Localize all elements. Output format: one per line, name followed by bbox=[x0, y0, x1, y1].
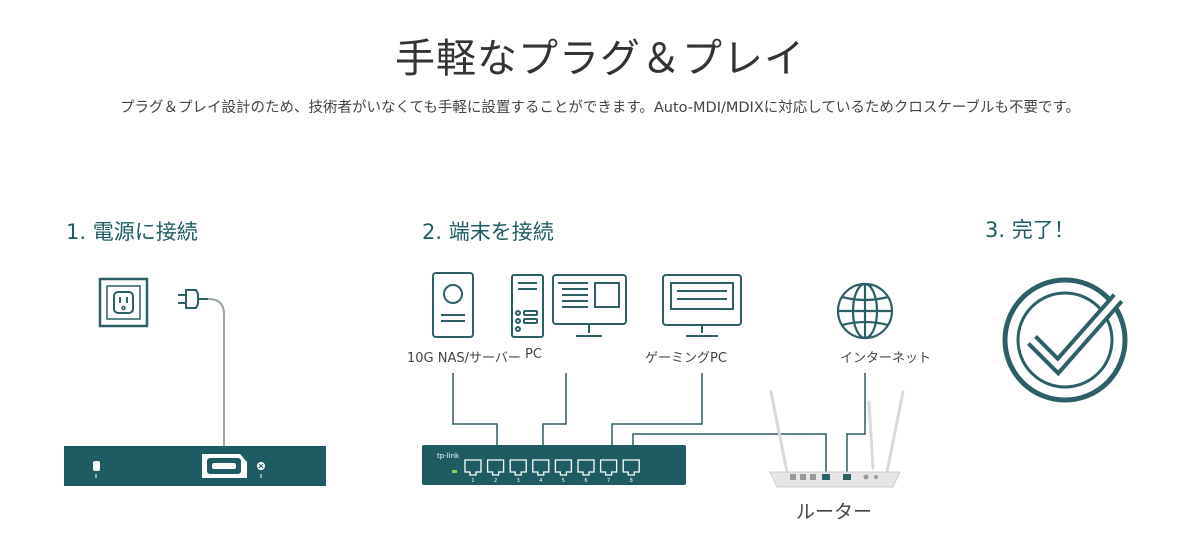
router-caption: ルーター bbox=[796, 501, 873, 523]
network-cables bbox=[452, 373, 866, 474]
switch-ports: 1 2 3 4 5 6 7 8 bbox=[464, 459, 640, 484]
port-number: 4 bbox=[539, 478, 542, 484]
power-plug-icon bbox=[178, 289, 208, 309]
power-cable bbox=[207, 298, 225, 452]
port-number: 6 bbox=[584, 478, 587, 484]
port-number: 2 bbox=[494, 478, 497, 484]
pc-caption: PC bbox=[525, 347, 542, 362]
switch-rear-panel bbox=[64, 446, 326, 486]
page-title: 手軽なプラグ＆プレイ bbox=[395, 36, 805, 82]
nas-server-icon bbox=[432, 272, 474, 338]
gaming-pc-monitor-icon bbox=[662, 274, 742, 337]
ethernet-port bbox=[577, 459, 595, 476]
switch-front-panel: tp-link bbox=[422, 445, 686, 485]
nas-server-caption: 10G NAS/サーバー bbox=[407, 351, 521, 366]
pc-tower-icon bbox=[511, 274, 544, 338]
page-description: プラグ＆プレイ設計のため、技術者がいなくても手軽に設置することができます。Aut… bbox=[119, 100, 1081, 116]
check-mark-icon bbox=[1002, 277, 1128, 403]
globe-icon bbox=[836, 282, 894, 340]
port-number: 8 bbox=[630, 478, 633, 484]
ethernet-port bbox=[599, 459, 618, 476]
ethernet-port bbox=[464, 459, 482, 476]
switch-brand: tp-link bbox=[437, 452, 460, 460]
port-number: 7 bbox=[607, 478, 610, 484]
ethernet-port bbox=[509, 459, 527, 476]
step-2-label: 2. 端末を接続 bbox=[422, 220, 554, 244]
ethernet-port bbox=[622, 459, 640, 476]
router-icon bbox=[769, 390, 905, 488]
ethernet-port bbox=[554, 459, 573, 476]
port-number: 3 bbox=[517, 478, 520, 484]
ethernet-port bbox=[532, 459, 550, 476]
ethernet-port bbox=[486, 459, 505, 476]
internet-caption: インターネット bbox=[840, 351, 932, 366]
pc-monitor-icon bbox=[552, 274, 627, 337]
gaming-pc-caption: ゲーミングPC bbox=[645, 351, 727, 366]
step-3-label: 3. 完了！ bbox=[985, 218, 1075, 242]
port-number: 5 bbox=[562, 478, 565, 484]
status-led bbox=[452, 470, 457, 473]
step-1-label: 1. 電源に接続 bbox=[66, 220, 198, 244]
port-number: 1 bbox=[471, 478, 474, 484]
power-outlet-icon bbox=[98, 277, 149, 328]
